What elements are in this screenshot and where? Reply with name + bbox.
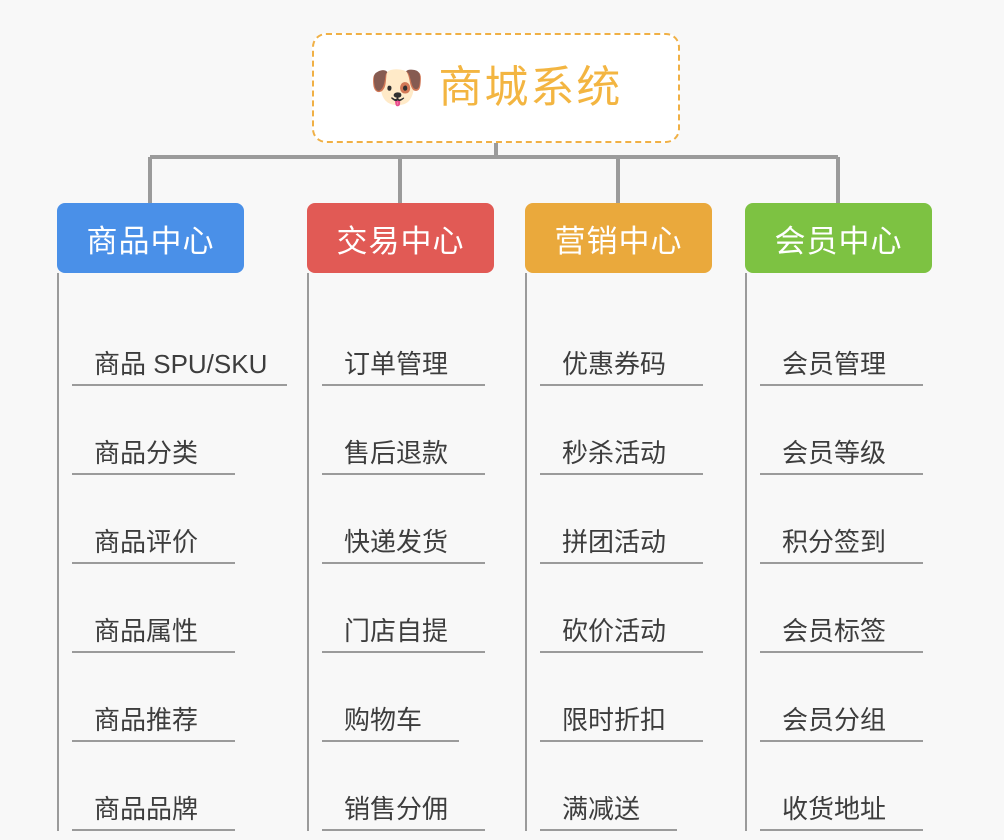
branch-header-2[interactable]: 营销中心 xyxy=(525,203,712,273)
leaf-item[interactable]: 商品品牌 xyxy=(72,742,244,831)
leaf-item[interactable]: 会员等级 xyxy=(760,386,932,475)
leaf-item[interactable]: 商品属性 xyxy=(72,564,244,653)
leaf-item-label: 门店自提 xyxy=(344,616,449,647)
leaf-list: 订单管理售后退款快递发货门店自提购物车销售分佣 xyxy=(307,273,494,831)
leaf-item-label: 商品品牌 xyxy=(94,794,199,825)
leaf-item-underline xyxy=(322,384,485,386)
leaf-item-label: 会员分组 xyxy=(782,705,887,736)
leaf-item-label: 满减送 xyxy=(562,794,641,825)
branch-header-label: 商品中心 xyxy=(86,223,215,259)
branch-header-label: 营销中心 xyxy=(554,223,683,259)
leaf-item-label: 收货地址 xyxy=(782,794,887,825)
leaf-item-underline xyxy=(72,829,235,831)
branch-column: 商品中心商品 SPU/SKU 商品分类商品评价商品属性商品推荐商品品牌 xyxy=(57,203,287,831)
leaf-item[interactable]: 拼团活动 xyxy=(540,475,712,564)
branch-header-label: 交易中心 xyxy=(336,223,465,259)
leaf-item[interactable]: 门店自提 xyxy=(322,564,494,653)
leaf-item-underline xyxy=(760,473,923,475)
leaf-spine-line xyxy=(57,273,59,831)
leaf-item-label: 商品 SPU/SKU xyxy=(94,349,268,380)
leaf-item-underline xyxy=(72,740,235,742)
leaf-item[interactable]: 砍价活动 xyxy=(540,564,712,653)
root-node[interactable]: 🐶 商城系统 xyxy=(312,33,680,143)
leaf-item-underline xyxy=(760,384,923,386)
leaf-item-underline xyxy=(322,829,485,831)
leaf-item-underline xyxy=(760,740,923,742)
leaf-item-underline xyxy=(540,384,703,386)
leaf-item[interactable]: 商品分类 xyxy=(72,386,244,475)
leaf-item-underline xyxy=(72,473,235,475)
branch-header-0[interactable]: 商品中心 xyxy=(57,203,244,273)
leaf-item-label: 销售分佣 xyxy=(344,794,449,825)
leaf-item-underline xyxy=(72,384,287,386)
leaf-item-underline xyxy=(322,473,485,475)
leaf-item-label: 商品分类 xyxy=(94,438,199,469)
leaf-item-label: 会员管理 xyxy=(782,349,887,380)
leaf-item-label: 积分签到 xyxy=(782,527,887,558)
leaf-item[interactable]: 会员分组 xyxy=(760,653,932,742)
branch-column: 会员中心会员管理会员等级积分签到会员标签会员分组收货地址 xyxy=(745,203,932,831)
leaf-item-label: 会员标签 xyxy=(782,616,887,647)
leaf-item[interactable]: 售后退款 xyxy=(322,386,494,475)
leaf-item[interactable]: 商品推荐 xyxy=(72,653,244,742)
leaf-item-label: 商品推荐 xyxy=(94,705,199,736)
leaf-item-label: 购物车 xyxy=(344,705,423,736)
leaf-item[interactable]: 优惠券码 xyxy=(540,297,712,386)
leaf-item-label: 秒杀活动 xyxy=(562,438,667,469)
leaf-list: 优惠券码秒杀活动拼团活动砍价活动限时折扣满减送 xyxy=(525,273,712,831)
leaf-spine-line xyxy=(745,273,747,831)
leaf-item-label: 商品属性 xyxy=(94,616,199,647)
leaf-item[interactable]: 快递发货 xyxy=(322,475,494,564)
leaf-item-underline xyxy=(540,473,703,475)
branch-column: 交易中心订单管理售后退款快递发货门店自提购物车销售分佣 xyxy=(307,203,494,831)
leaf-list: 商品 SPU/SKU 商品分类商品评价商品属性商品推荐商品品牌 xyxy=(57,273,287,831)
leaf-item-underline xyxy=(322,562,485,564)
leaf-item-underline xyxy=(760,562,923,564)
leaf-item-label: 砍价活动 xyxy=(562,616,667,647)
leaf-item-underline xyxy=(540,740,703,742)
leaf-item-underline xyxy=(760,829,923,831)
leaf-item-label: 订单管理 xyxy=(344,349,449,380)
leaf-item-underline xyxy=(72,562,235,564)
leaf-item-underline xyxy=(540,829,677,831)
leaf-item-label: 限时折扣 xyxy=(562,705,667,736)
leaf-item[interactable]: 会员管理 xyxy=(760,297,932,386)
leaf-spine-line xyxy=(525,273,527,831)
leaf-item[interactable]: 商品 SPU/SKU xyxy=(72,297,287,386)
leaf-item-underline xyxy=(540,651,703,653)
leaf-item[interactable]: 商品评价 xyxy=(72,475,244,564)
leaf-item-underline xyxy=(322,740,459,742)
leaf-item-label: 优惠券码 xyxy=(562,349,667,380)
leaf-item-underline xyxy=(72,651,235,653)
leaf-item-underline xyxy=(540,562,703,564)
leaf-item-underline xyxy=(322,651,485,653)
leaf-item-label: 商品评价 xyxy=(94,527,199,558)
leaf-item[interactable]: 限时折扣 xyxy=(540,653,712,742)
dog-face-icon: 🐶 xyxy=(369,63,425,112)
leaf-spine-line xyxy=(307,273,309,831)
leaf-item[interactable]: 秒杀活动 xyxy=(540,386,712,475)
branch-header-label: 会员中心 xyxy=(774,223,903,259)
leaf-item[interactable]: 购物车 xyxy=(322,653,494,742)
leaf-item-underline xyxy=(760,651,923,653)
leaf-item[interactable]: 收货地址 xyxy=(760,742,932,831)
leaf-item[interactable]: 销售分佣 xyxy=(322,742,494,831)
leaf-item-label: 拼团活动 xyxy=(562,527,667,558)
branch-header-3[interactable]: 会员中心 xyxy=(745,203,932,273)
branch-header-1[interactable]: 交易中心 xyxy=(307,203,494,273)
leaf-item-label: 售后退款 xyxy=(344,438,449,469)
leaf-list: 会员管理会员等级积分签到会员标签会员分组收货地址 xyxy=(745,273,932,831)
root-title: 商城系统 xyxy=(438,63,623,112)
leaf-item-label: 快递发货 xyxy=(344,527,449,558)
branch-column: 营销中心优惠券码秒杀活动拼团活动砍价活动限时折扣满减送 xyxy=(525,203,712,831)
leaf-item-label: 会员等级 xyxy=(782,438,887,469)
leaf-item[interactable]: 积分签到 xyxy=(760,475,932,564)
leaf-item[interactable]: 会员标签 xyxy=(760,564,932,653)
leaf-item[interactable]: 订单管理 xyxy=(322,297,494,386)
leaf-item[interactable]: 满减送 xyxy=(540,742,712,831)
